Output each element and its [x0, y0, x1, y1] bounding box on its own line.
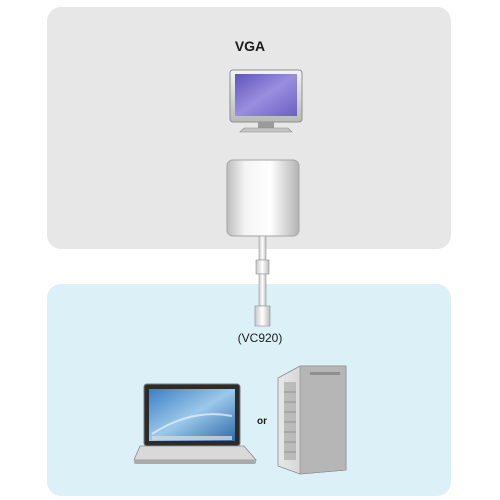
tower-computer-icon [277, 365, 347, 475]
vga-monitor-icon [229, 69, 303, 133]
laptop-icon [133, 383, 257, 464]
adapter-box-icon [226, 159, 300, 237]
model-number-label: (VC920) [237, 331, 283, 345]
or-separator-label: or [257, 416, 267, 427]
vga-title: VGA [234, 38, 266, 54]
cable-connector-icon [254, 235, 271, 327]
